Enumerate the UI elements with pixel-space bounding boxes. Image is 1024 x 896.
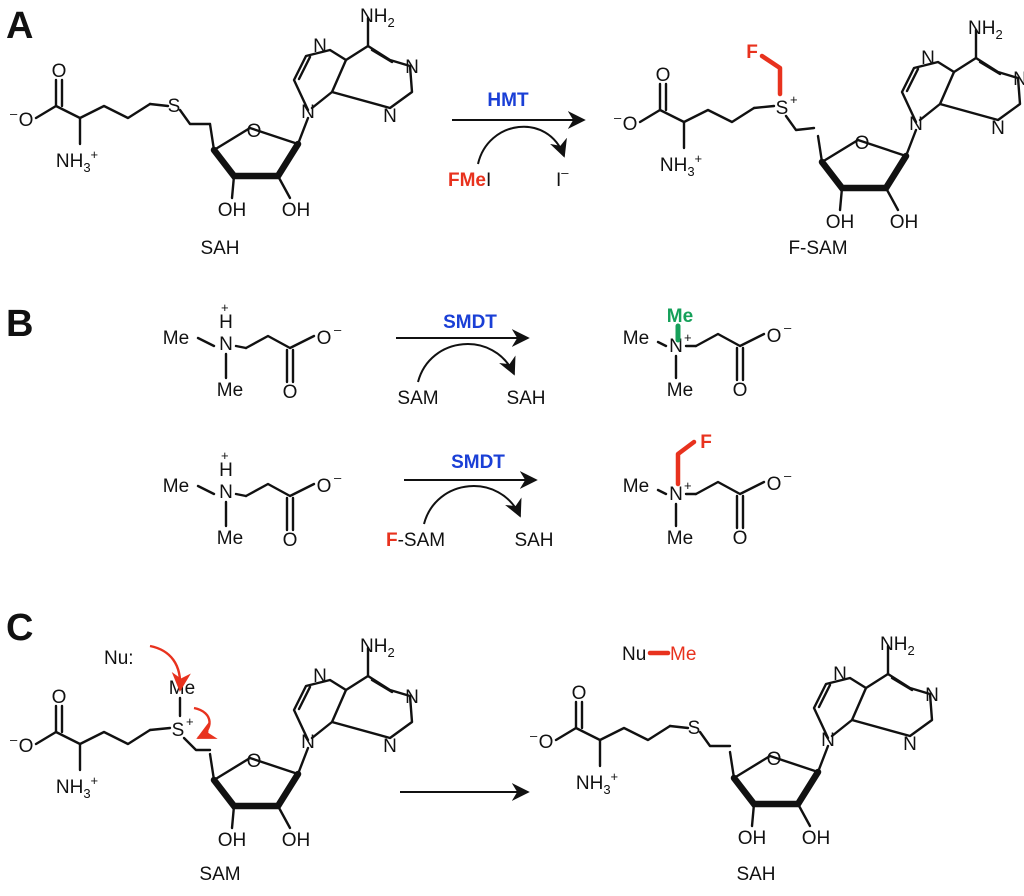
curved-arrow-b1 (417, 343, 516, 383)
fluoromethyl-iodide: FMeI (448, 170, 491, 191)
nucleophile: Nu: (104, 648, 134, 669)
f-sam-cofactor: F-SAM (386, 530, 445, 551)
quaternary-charge: + (684, 330, 692, 345)
nucleophile-attack-arrow (149, 644, 191, 692)
fluoro-betaine-product: Me N + Me F (623, 432, 794, 551)
curved-arrow-b2 (423, 485, 522, 525)
panel-label-b: B (6, 303, 33, 345)
methylated-nucleophile: Nu (622, 644, 646, 665)
f-sam-molecule: S + F (612, 16, 1024, 233)
enzyme-smdt-1: SMDT (443, 312, 497, 333)
methyl-group: Me (169, 678, 195, 699)
transferred-methyl: Me (670, 644, 696, 665)
curved-arrow-a (477, 125, 567, 165)
thioether-sulfur: S (688, 718, 701, 739)
quaternary-charge: + (684, 478, 692, 493)
fluorine-atom: F (746, 42, 758, 63)
ammonium-charge: + (221, 300, 229, 315)
methyl-2: Me (217, 528, 243, 549)
sam-molecule: S + Me (8, 634, 421, 851)
methyl-1: Me (623, 328, 649, 349)
sulfonium-sulfur: S (172, 720, 185, 741)
sah-product-molecule: S (528, 632, 941, 849)
amine-nitrogen: N (219, 334, 233, 355)
iodide-byproduct: I– (556, 165, 569, 191)
sah-molecule: S (8, 4, 421, 221)
dimethylglycine-substrate-2: Me N H + Me (163, 448, 344, 553)
thioether-sulfur: S (168, 96, 181, 117)
amine-nitrogen: N (219, 482, 233, 503)
betaine-product: Me N + Me Me (623, 306, 794, 403)
panel-label-c: C (6, 607, 33, 649)
methyl-1: Me (163, 328, 189, 349)
fluorine-atom: F (700, 432, 712, 453)
ammonium-charge: + (221, 448, 229, 463)
methyl-2: Me (667, 528, 693, 549)
sah-byproduct-2: SAH (514, 530, 553, 551)
ammonium-hydrogen: H (219, 460, 233, 481)
panel-label-a: A (6, 5, 33, 47)
methyl-1: Me (163, 476, 189, 497)
enzyme-smdt-2: SMDT (451, 452, 505, 473)
methyl-2: Me (217, 380, 243, 401)
methyl-2: Me (667, 380, 693, 401)
ammonium-hydrogen: H (219, 312, 233, 333)
f-sam-label: F-SAM (788, 238, 847, 259)
sulfonium-charge: + (790, 92, 798, 107)
sah-label: SAH (200, 238, 239, 259)
sah-byproduct-1: SAH (506, 388, 545, 409)
new-methyl-group: Me (667, 306, 693, 327)
enzyme-hmt: HMT (487, 90, 529, 111)
sam-cofactor: SAM (397, 388, 438, 409)
sulfonium-sulfur: S (776, 98, 789, 119)
methyl-1: Me (623, 476, 649, 497)
quaternary-nitrogen: N (669, 484, 683, 505)
bond-cleavage-arrow (193, 706, 218, 740)
sam-label: SAM (199, 864, 240, 885)
dimethylglycine-substrate-1: Me N H + Me (163, 300, 344, 405)
sulfonium-charge: + (186, 714, 194, 729)
sah-product-label: SAH (736, 864, 775, 885)
